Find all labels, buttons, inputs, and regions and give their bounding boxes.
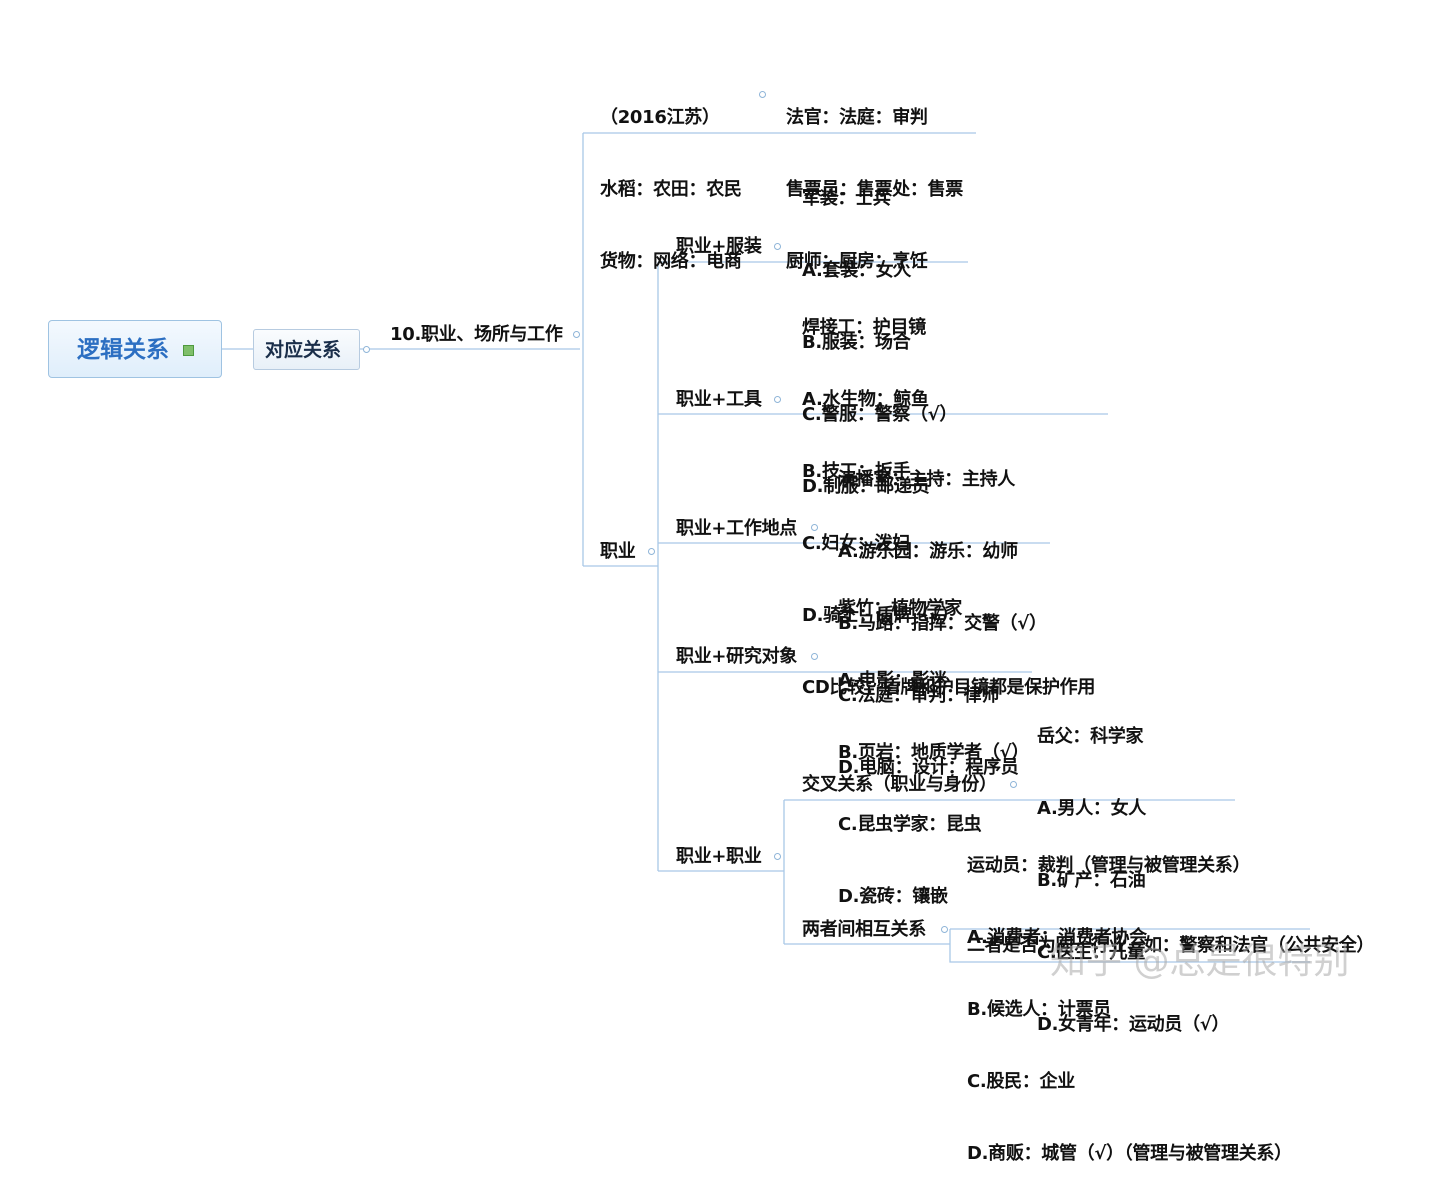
- group-workplace-label[interactable]: 职业+工作地点: [676, 518, 797, 539]
- group-clothing-label[interactable]: 职业+服装: [676, 236, 762, 257]
- collapse-toggle-icon[interactable]: [648, 548, 655, 555]
- section-label[interactable]: 10.职业、场所与工作: [390, 324, 563, 345]
- list-item: D.商贩：城管（√）（管理与被管理关系）: [967, 1143, 1292, 1164]
- list-item: 演播室：主持：主持人: [838, 469, 1015, 490]
- list-item: A.水生物：鲸鱼: [802, 389, 929, 410]
- list-item: 厨师：厨房：烹饪: [786, 251, 928, 272]
- sub-label: 对应关系: [265, 339, 342, 361]
- group-tools-label[interactable]: 职业+工具: [676, 389, 762, 410]
- list-item: 水稻：农田：农民: [600, 179, 742, 200]
- list-item: B.服装：场合: [802, 332, 911, 353]
- list-item: D.制服：邮递员: [802, 476, 930, 497]
- group-research-items: 紫竹：植物学家 A.电影：影迷 B.页岩：地质学者（√） C.昆虫学家：昆虫 D…: [838, 549, 1029, 933]
- root-label: 逻辑关系: [77, 337, 169, 363]
- list-item: CD比较：盾牌和护目镜都是保护作用: [802, 677, 1096, 698]
- list-item: 法官：法庭：审判: [786, 107, 928, 128]
- connector-lines: [222, 132, 1310, 963]
- list-item: B.候选人：计票员: [967, 999, 1111, 1020]
- group-research-label[interactable]: 职业+研究对象: [676, 646, 797, 667]
- list-item: 焊接工：护目镜: [802, 317, 926, 338]
- list-item: C.医生：儿童: [1037, 942, 1145, 963]
- note-icon: [183, 345, 194, 356]
- example-left-list: （2016江苏） 水稻：农田：农民 货物：网络：电商: [600, 58, 742, 298]
- collapse-toggle-icon[interactable]: [759, 91, 766, 98]
- list-item: C.昆虫学家：昆虫: [838, 814, 982, 835]
- list-item: B.技工：扳手: [802, 461, 911, 482]
- list-item: B.矿产：石油: [1037, 870, 1146, 891]
- cross-relation-label[interactable]: 交叉关系（职业与身份）: [802, 774, 997, 795]
- list-item: A.消费者：消费者协会: [967, 927, 1147, 948]
- list-item: C.股民：企业: [967, 1071, 1075, 1092]
- group-clothing-items: 军装：士兵 A.套装：女人 B.服装：场合 C.警服：警察（√） D.制服：邮递…: [802, 139, 957, 523]
- mutual-note: 二者是否为同一行业，如：警察和法官（公共安全）: [967, 935, 1375, 956]
- list-item: C.妇女：泼妇: [802, 533, 910, 554]
- list-item: D.电脑：设计：程序员: [838, 757, 1019, 778]
- list-item: 紫竹：植物学家: [838, 598, 962, 619]
- list-item: A.套装：女人: [802, 260, 912, 281]
- collapse-toggle-icon[interactable]: [774, 243, 781, 250]
- collapse-toggle-icon[interactable]: [811, 653, 818, 660]
- list-item: A.游乐园：游乐：幼师: [838, 541, 1018, 562]
- collapse-toggle-icon[interactable]: [774, 396, 781, 403]
- list-item: （2016江苏）: [600, 107, 720, 128]
- root-node[interactable]: 逻辑关系: [48, 320, 222, 378]
- list-item: 售票员：售票处：售票: [786, 179, 963, 200]
- watermark: 知乎 @总是很特别: [1050, 941, 1350, 982]
- list-item: C.法庭：审判：律师: [838, 685, 1000, 706]
- collapse-toggle-icon[interactable]: [1010, 781, 1017, 788]
- list-item: D.骑士：盾牌（√）: [802, 605, 959, 626]
- mutual-relation-items: 运动员：裁判（管理与被管理关系） A.消费者：消费者协会 B.候选人：计票员 C…: [967, 806, 1292, 1190]
- list-item: 货物：网络：电商: [600, 251, 742, 272]
- list-item: 运动员：裁判（管理与被管理关系）: [967, 855, 1251, 876]
- list-item: A.男人：女人: [1037, 798, 1147, 819]
- list-item: A.电影：影迷: [838, 670, 948, 691]
- collapse-toggle-icon[interactable]: [774, 853, 781, 860]
- group-workplace-items: 演播室：主持：主持人 A.游乐园：游乐：幼师 B.马路：指挥：交警（√） C.法…: [838, 420, 1047, 804]
- group-pro-pro-label[interactable]: 职业+职业: [676, 846, 762, 867]
- sub-node[interactable]: 对应关系: [253, 329, 360, 370]
- list-item: 岳父：科学家: [1037, 726, 1144, 747]
- collapse-toggle-icon[interactable]: [573, 331, 580, 338]
- collapse-toggle-icon[interactable]: [363, 346, 370, 353]
- group-tools-items: 焊接工：护目镜 A.水生物：鲸鱼 B.技工：扳手 C.妇女：泼妇 D.骑士：盾牌…: [802, 268, 1095, 724]
- collapse-toggle-icon[interactable]: [941, 926, 948, 933]
- list-item: D.瓷砖：镶嵌: [838, 886, 948, 907]
- list-item: B.页岩：地质学者（√）: [838, 742, 1029, 763]
- list-item: C.警服：警察（√）: [802, 404, 958, 425]
- list-item: B.马路：指挥：交警（√）: [838, 613, 1047, 634]
- branch-zhiye-label[interactable]: 职业: [600, 541, 636, 562]
- list-item: 军装：士兵: [802, 188, 891, 209]
- mutual-relation-label[interactable]: 两者间相互关系: [802, 919, 926, 940]
- collapse-toggle-icon[interactable]: [811, 524, 818, 531]
- example-right-list: 法官：法庭：审判 售票员：售票处：售票 厨师：厨房：烹饪: [786, 58, 963, 298]
